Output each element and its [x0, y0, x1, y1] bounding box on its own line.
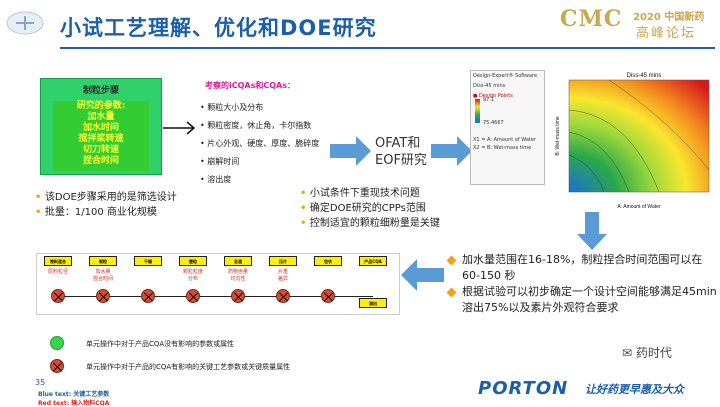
page-title: 小试工艺理解、优化和DOE研究	[60, 16, 377, 40]
flow-stage-label: 整粒	[179, 256, 207, 266]
design-expert-panel: Design-Expert® Software Diss-45 mins ● D…	[470, 70, 545, 185]
de-title: Design-Expert® Software	[473, 73, 538, 79]
cmc-logo: CMC	[560, 6, 623, 32]
chart-ylabel: B: Wet-mass time	[555, 116, 561, 156]
list-item: 片心外观、硬度、厚度、脆碎度	[200, 138, 319, 149]
step-param: 研究的参数:	[76, 101, 126, 111]
list-item: 小试条件下重现技术问题	[300, 186, 440, 201]
page-number: 35	[35, 378, 46, 387]
flow-stage-label: 总混	[224, 256, 252, 266]
list-item: 崩解时间	[200, 156, 319, 167]
flow-red-note: 加水量 捏合时间	[92, 269, 113, 282]
de-line: ● Design Points	[473, 93, 513, 99]
flow-red-note: 颗粒粒度 分布	[182, 269, 203, 282]
de-line: X2 = B: Wet-mass time	[473, 145, 532, 151]
legend-red-circle-icon	[50, 359, 64, 373]
step-param: 切刀转速	[82, 145, 119, 155]
contour-chart: Diss-45 mins B: Wet-mass time A: Amount …	[555, 73, 710, 210]
flow-stage-label: 压片	[269, 256, 297, 266]
ofat-line: EOF研究	[375, 153, 427, 168]
critical-parameter-icon	[321, 289, 335, 303]
flow-connector-line	[58, 296, 373, 297]
chart-title: Diss-45 mins	[627, 73, 662, 79]
cqa-list: 颗粒大小及分布 颗粒密度，休止角，卡尔指数 片心外观、硬度、厚度、脆碎度 崩解时…	[200, 102, 319, 192]
block-arrow-right-icon	[431, 136, 472, 166]
list-item: 加水量范围在16-18%，制粒捏合时间范围可以在60-150 秒	[448, 252, 720, 284]
list-item: 该DOE步骤采用的是筛选设计	[35, 190, 177, 205]
step-params: 研究的参数: 加水量 加水时间 搅拌桨转速 切刀转速 捏合时间	[53, 101, 149, 171]
de-line: 97.1	[483, 97, 495, 103]
cqa-title: 考察的iCQAs和CQAs：	[205, 81, 295, 90]
critical-parameter-icon	[96, 289, 110, 303]
arrow-right-icon	[163, 121, 196, 135]
wechat-label: 药时代	[635, 346, 672, 360]
contour-plot-area	[568, 79, 710, 193]
conclusion-notes: 加水量范围在16-18%，制粒捏合时间范围可以在60-150 秒 根据试验可以初…	[448, 252, 720, 316]
flow-stage-label: 干燥	[134, 256, 162, 266]
de-line: X1 = A: Amount of Water	[473, 137, 537, 143]
design-notes: 该DOE步骤采用的是筛选设计 批量：1/100 商业化规模	[35, 190, 177, 220]
critical-parameter-icon	[51, 289, 65, 303]
critical-parameter-icon	[141, 289, 155, 303]
step-param: 加水时间	[82, 123, 119, 133]
step-param: 搅拌桨转速	[78, 134, 124, 144]
de-colorbar	[475, 99, 480, 123]
study-notes: 小试条件下重现技术问题 确定DOE研究的CPPs范围 控制适宜的颗粒细粉量是关键	[300, 186, 440, 231]
flow-red-note: 药物含量 均匀性	[227, 269, 248, 282]
list-item: 颗粒大小及分布	[200, 102, 319, 113]
list-item: 根据试验可以初步确定一个设计空间能够满足45min溶出75%以及素片外观符合要求	[448, 284, 720, 316]
legend-blue-text: Blue text: 关键工艺参数	[38, 391, 110, 398]
critical-parameter-icon	[276, 289, 290, 303]
flow-red-note: 原料粒径	[47, 269, 68, 275]
wechat-watermark: ✉ 药时代	[622, 344, 672, 361]
list-item: 批量：1/100 商业化规模	[35, 205, 177, 220]
critical-parameter-icon	[231, 289, 245, 303]
flow-stage-label: 产品CQA	[359, 256, 387, 266]
chart-xlabel: A: Amount of Water	[617, 204, 661, 210]
de-line: Diss-45 mins	[473, 83, 506, 89]
legend-green-text: 单元操作中对于产品CQA没有影响的参数或属性	[86, 340, 235, 348]
flow-stage-label: 包衣	[314, 256, 342, 266]
block-arrow-left-icon	[401, 259, 444, 291]
block-arrow-down-icon	[577, 212, 607, 250]
de-line: 75.4667	[483, 120, 504, 126]
cmc-forum-name: 高峰论坛	[636, 26, 697, 41]
step-param: 加水量	[87, 112, 115, 122]
critical-parameter-icon	[186, 289, 200, 303]
list-item: 颗粒密度，休止角，卡尔指数	[200, 120, 319, 131]
cmc-year: 2020 中国新药	[633, 12, 705, 23]
porton-logo: PORTON	[478, 378, 569, 399]
flow-stage-label: 制粒	[89, 256, 117, 266]
step-box-head: 制粒步骤	[82, 86, 119, 96]
slogan: 让好药更早惠及大众	[585, 383, 684, 396]
list-item: 溶出度	[200, 174, 319, 185]
ofat-label: OFAT和 EOF研究	[375, 135, 427, 169]
list-item: 控制适宜的颗粒细粉量是关键	[300, 216, 440, 231]
list-item: 确定DOE研究的CPPs范围	[300, 201, 440, 216]
wechat-icon: ✉	[622, 346, 636, 360]
header-divider	[60, 47, 715, 49]
legend-red-note: Red text: 输入物料CQA	[38, 400, 110, 407]
legend-green-circle-icon	[50, 336, 64, 350]
ofat-line: OFAT和	[375, 136, 421, 151]
granulation-step-box: 制粒步骤 研究的参数: 加水量 加水时间 搅拌桨转速 切刀转速 捏合时间	[40, 78, 162, 175]
flow-stage-label: 物料混合	[44, 256, 72, 266]
slide-logo-icon	[6, 11, 44, 35]
legend-red-text: 单元操作中对于产品的CQA有影响的关键工艺参数或关键质量属性	[86, 363, 291, 371]
step-param: 捏合时间	[82, 156, 119, 166]
process-flow	[36, 253, 400, 315]
block-arrow-right-icon	[330, 136, 371, 166]
flow-red-note: 片重 差异	[277, 269, 288, 282]
flow-end-label: 溶出	[359, 298, 387, 308]
